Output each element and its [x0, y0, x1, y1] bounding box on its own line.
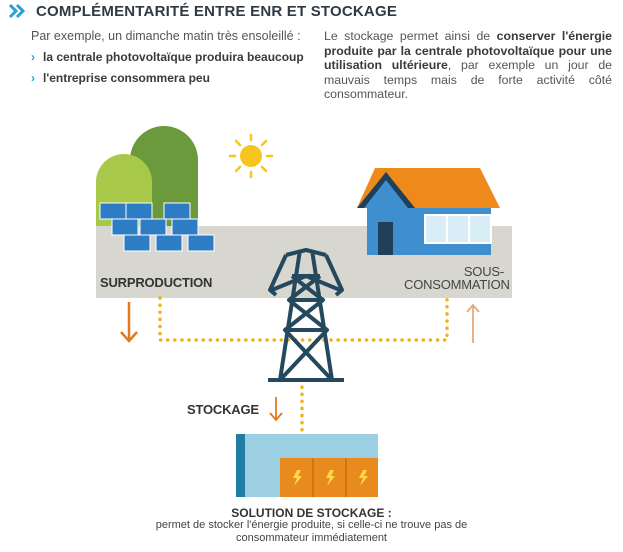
solution-description: permet de stocker l'énergie produite, si…: [120, 519, 503, 545]
solution-desc-line1: permet de stocker l'énergie produite, si…: [155, 519, 468, 531]
intro-block: Par exemple, un dimanche matin très enso…: [31, 29, 321, 92]
bullet-text: la centrale photovoltaïque produira beau…: [43, 50, 304, 64]
sous-consommation-line2: CONSOMMATION: [404, 277, 510, 292]
surproduction-label: SURPRODUCTION: [100, 275, 213, 290]
bullet-item: › l'entreprise consommera peu: [31, 71, 321, 86]
stockage-label: STOCKAGE: [187, 402, 259, 417]
energy-flow-dots: [158, 296, 449, 440]
sun-icon: [228, 133, 274, 179]
bullet-item: › la centrale photovoltaïque produira bea…: [31, 50, 321, 65]
power-pylon: [268, 248, 344, 382]
double-chevron-icon: [8, 3, 26, 19]
arrow-down-small-icon: [269, 397, 283, 422]
explanation-part2: , par exemple un jour de mauvais temps m…: [324, 58, 612, 101]
explanation-part1: Le stockage permet ainsi de: [324, 29, 497, 43]
solution-desc-line2: consommateur immédiatement: [235, 532, 387, 544]
arrow-up-icon: [466, 303, 480, 343]
solar-panels: [99, 202, 215, 252]
sous-consommation-label: SOUS- CONSOMMATION: [404, 264, 510, 292]
bullet-list: › la centrale photovoltaïque produira bea…: [31, 50, 321, 86]
chevron-right-icon: ›: [31, 71, 35, 85]
solution-title: SOLUTION DE STOCKAGE :: [231, 506, 392, 520]
chevron-right-icon: ›: [31, 50, 35, 64]
header: COMPLÉMENTARITÉ ENTRE ENR ET STOCKAGE: [8, 2, 398, 20]
storage-unit-illustration: [236, 434, 378, 497]
arrow-down-icon: [120, 302, 138, 343]
explanation-bold: conserver l'énergie produite par la cent…: [324, 29, 612, 72]
sous-consommation-line1: SOUS-: [463, 264, 504, 279]
bullet-text: l'entreprise consommera peu: [43, 71, 210, 85]
intro-text: Par exemple, un dimanche matin très enso…: [31, 29, 301, 43]
storage-explanation: Le stockage permet ainsi de conserver l'…: [324, 29, 612, 102]
page-title: COMPLÉMENTARITÉ ENTRE ENR ET STOCKAGE: [36, 2, 398, 20]
house-illustration: [357, 168, 500, 255]
